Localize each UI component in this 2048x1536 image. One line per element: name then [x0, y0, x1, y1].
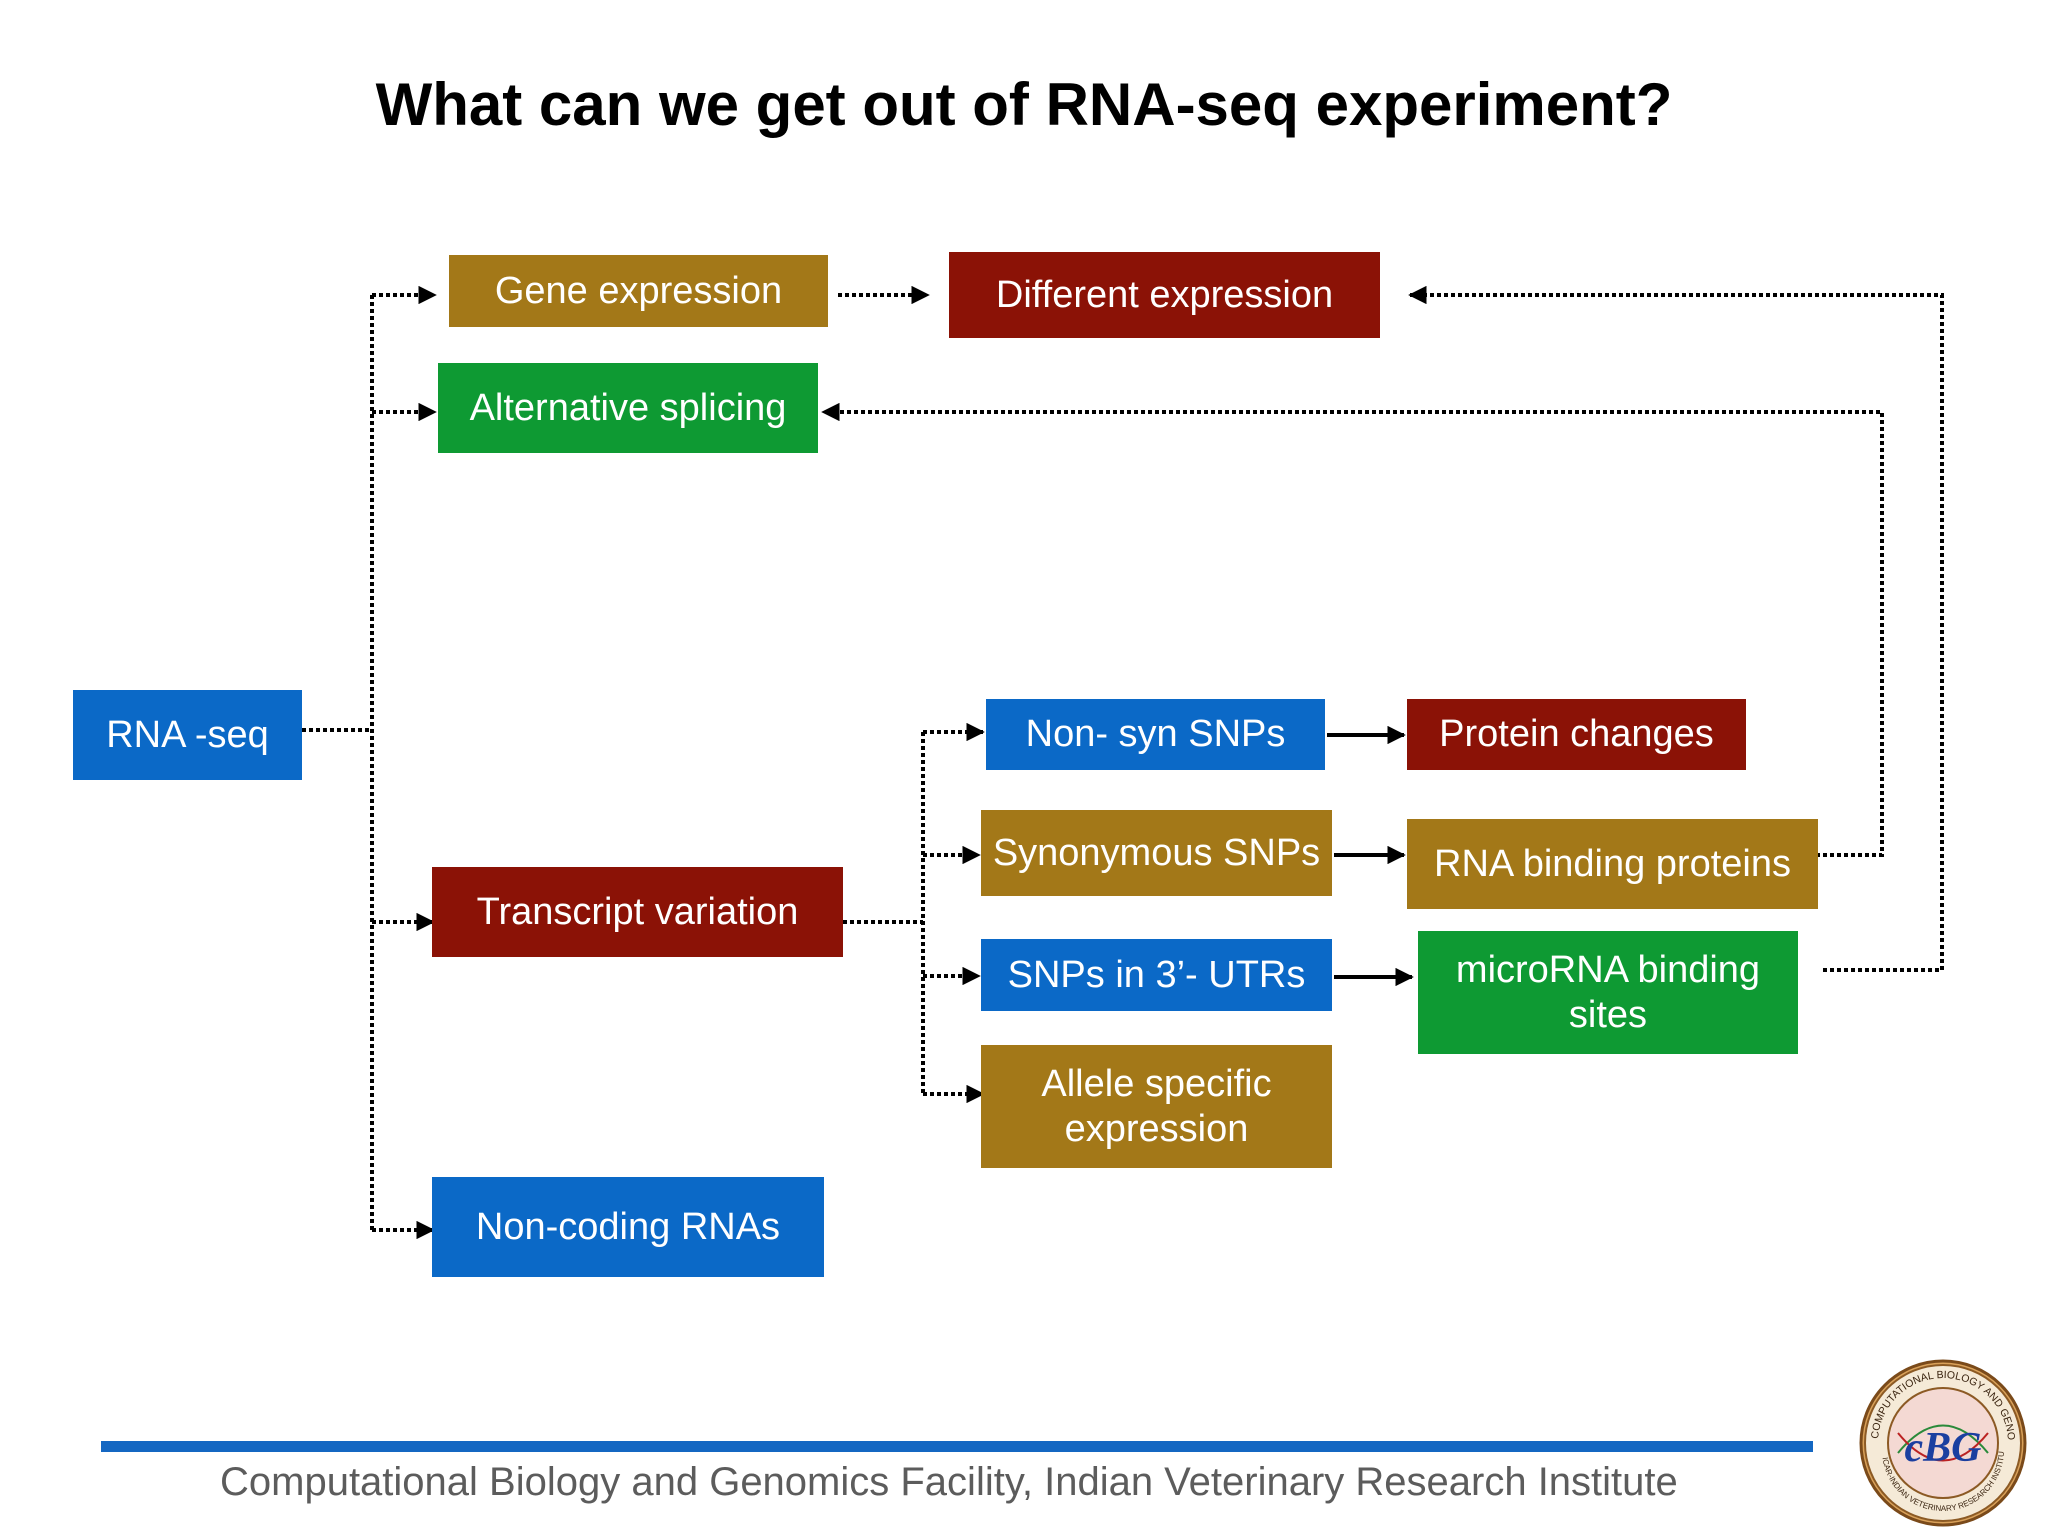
node-allele-specific-expression: Allele specific expression — [981, 1045, 1332, 1168]
node-gene-expression: Gene expression — [449, 255, 828, 327]
node-rna-binding-proteins: RNA binding proteins — [1407, 819, 1818, 909]
node-different-expression: Different expression — [949, 252, 1380, 338]
connector-mirna-to-diff — [1408, 285, 1944, 972]
allele-line-2: expression — [1064, 1107, 1249, 1150]
node-transcript-variation: Transcript variation — [432, 867, 843, 957]
footer-institute-text: Computational Biology and Genomics Facil… — [220, 1460, 1678, 1504]
microrna-line-2: sites — [1568, 993, 1648, 1036]
node-snps-3utr: SNPs in 3’- UTRs — [981, 939, 1332, 1011]
slide-title: What can we get out of RNA-seq experimen… — [375, 71, 1673, 138]
cbg-logo: COMPUTATIONAL BIOLOGY AND GENOMICS ICAR-… — [1858, 1358, 2027, 1527]
allele-line-1: Allele specific — [1041, 1062, 1272, 1105]
node-alternative-splicing: Alternative splicing — [438, 363, 818, 453]
node-protein-changes: Protein changes — [1407, 699, 1746, 770]
footer-divider — [101, 1441, 1813, 1452]
connector-rbp-to-alt-splicing — [821, 402, 1884, 857]
node-noncoding-rnas: Non-coding RNAs — [432, 1177, 824, 1277]
node-synonymous-snps: Synonymous SNPs — [981, 810, 1332, 896]
microrna-line-1: microRNA binding — [1455, 948, 1761, 991]
svg-text:cBG: cBG — [1905, 1425, 1982, 1471]
node-rnaseq: RNA -seq — [73, 690, 302, 780]
node-microrna-binding-sites: microRNA binding sites — [1418, 931, 1798, 1054]
node-nonsyn-snps: Non- syn SNPs — [986, 699, 1325, 770]
